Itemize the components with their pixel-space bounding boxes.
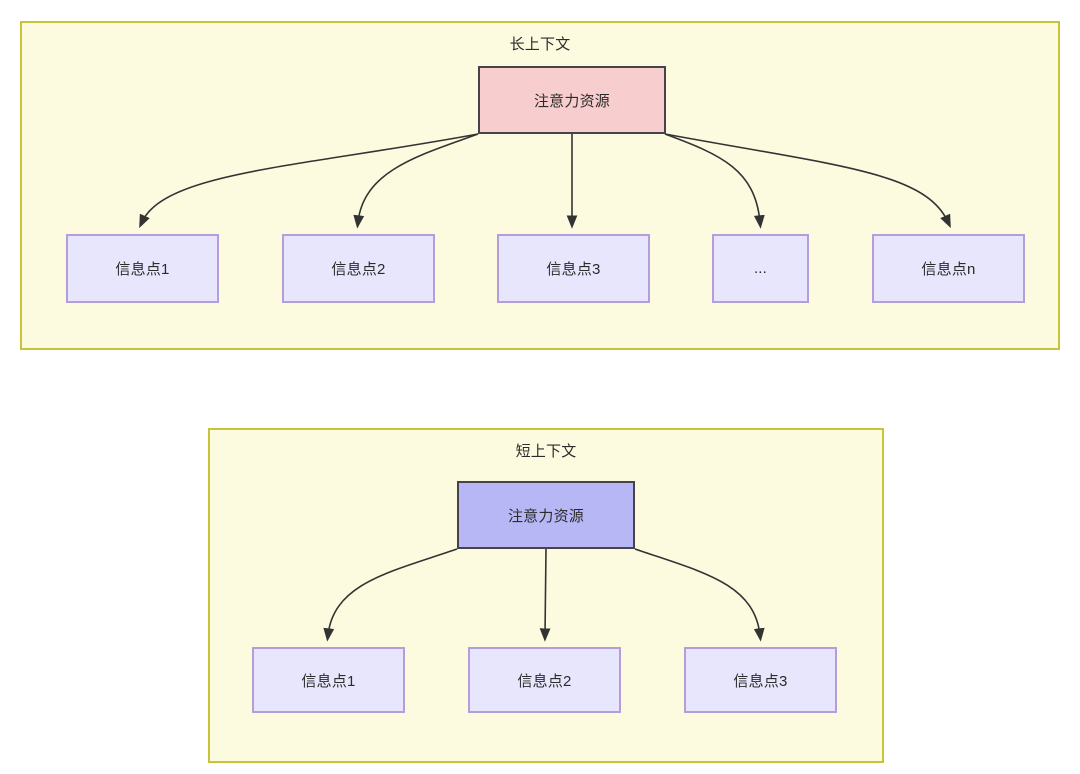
node-short-info-point-2[interactable]: 信息点2 bbox=[468, 647, 621, 713]
node-label: 信息点3 bbox=[733, 672, 788, 690]
node-label: 注意力资源 bbox=[507, 507, 584, 525]
group-short-context-title: 短上下文 bbox=[515, 443, 577, 460]
node-label: 信息点2 bbox=[331, 261, 386, 278]
node-long-info-point-2[interactable]: 信息点2 bbox=[282, 234, 435, 303]
node-label: ... bbox=[753, 260, 768, 277]
node-short-attention-resource[interactable]: 注意力资源 bbox=[457, 481, 635, 549]
node-long-info-point-3[interactable]: 信息点3 bbox=[497, 234, 650, 303]
node-label: 信息点2 bbox=[517, 672, 572, 690]
node-label: 信息点n bbox=[921, 261, 976, 278]
node-long-info-point-n[interactable]: 信息点n bbox=[872, 234, 1025, 303]
node-label: 信息点3 bbox=[546, 261, 601, 278]
node-long-attention-resource[interactable]: 注意力资源 bbox=[478, 66, 666, 134]
node-label: 信息点1 bbox=[115, 261, 170, 278]
node-short-info-point-3[interactable]: 信息点3 bbox=[684, 647, 837, 713]
group-long-context-title: 长上下文 bbox=[509, 36, 571, 53]
node-long-info-point-ellipsis[interactable]: ... bbox=[712, 234, 809, 303]
node-label: 信息点1 bbox=[301, 672, 356, 690]
node-long-info-point-1[interactable]: 信息点1 bbox=[66, 234, 219, 303]
node-short-info-point-1[interactable]: 信息点1 bbox=[252, 647, 405, 713]
node-label: 注意力资源 bbox=[533, 92, 610, 110]
